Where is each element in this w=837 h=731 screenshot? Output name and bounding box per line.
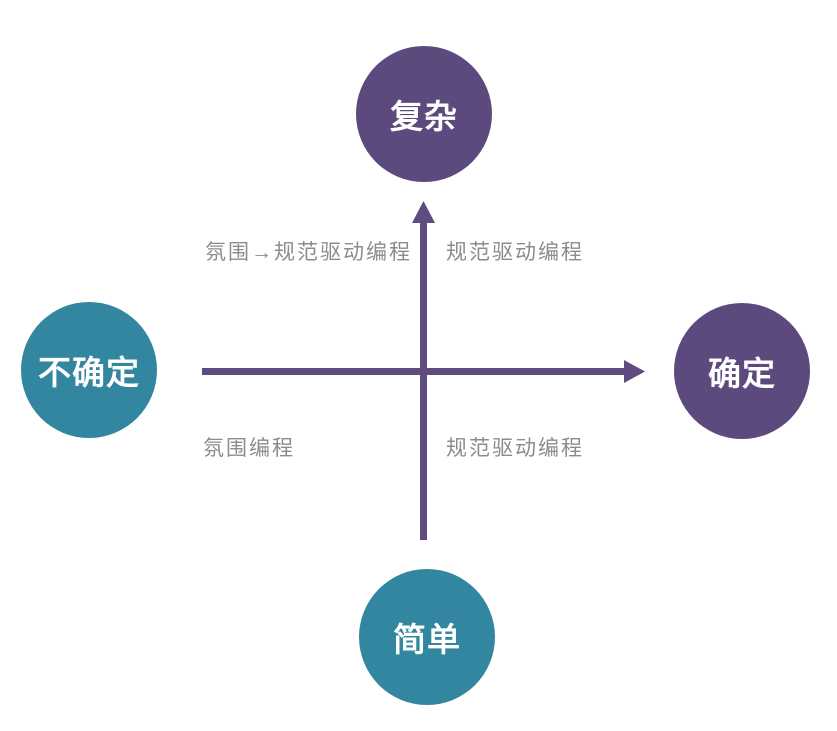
quadrant-label-top-right: 规范驱动编程: [446, 241, 584, 264]
node-complex-label: 复杂: [390, 98, 458, 135]
node-simple: 简单: [359, 569, 495, 705]
quadrant-label-bottom-left: 氛围编程: [203, 437, 295, 460]
node-certain-label: 确定: [708, 355, 776, 392]
node-uncertain-label: 不确定: [38, 354, 140, 391]
up-arrowhead-icon: [412, 201, 435, 223]
node-complex: 复杂: [356, 46, 492, 182]
node-uncertain: 不确定: [21, 302, 157, 438]
node-certain: 确定: [674, 303, 810, 439]
right-arrowhead-icon: [624, 360, 645, 383]
quadrant-label-bottom-right: 规范驱动编程: [446, 437, 584, 460]
node-simple-label: 简单: [393, 621, 461, 658]
quadrant-label-top-left: 氛围→规范驱动编程: [205, 241, 412, 264]
